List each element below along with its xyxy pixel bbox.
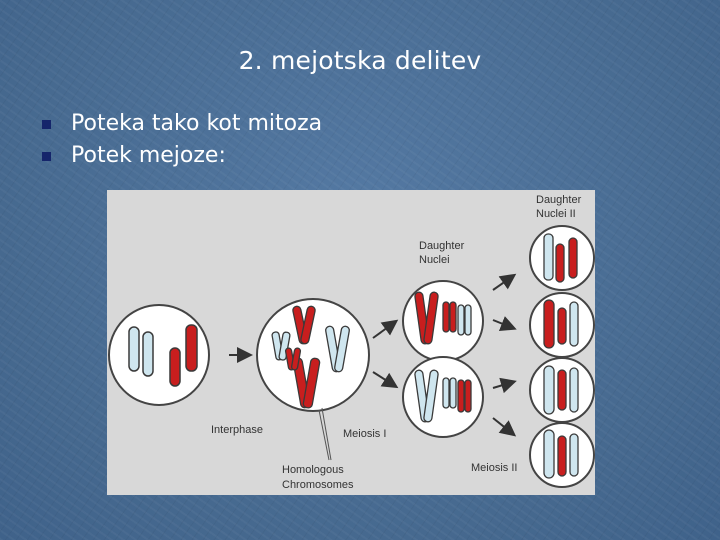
meiosis-diagram-svg: Daughter Nuclei II Daughter Nuclei Inter… — [107, 190, 595, 495]
daughter-nucleus-cell — [403, 281, 483, 361]
homologous-pairs-cell — [257, 299, 369, 411]
daughter-nucleus-ii-cell — [530, 423, 594, 487]
arrow-icon — [493, 418, 513, 434]
label-daughter-nuclei-ii: Daughter — [536, 194, 582, 206]
arrow-icon — [373, 322, 395, 338]
square-bullet-icon — [42, 120, 51, 129]
label-daughter-nuclei-ii: Nuclei II — [536, 208, 576, 220]
arrow-icon — [493, 320, 513, 328]
bullet-text: Poteka tako kot mitoza — [71, 108, 322, 140]
label-meiosis-ii: Meiosis II — [471, 462, 517, 474]
daughter-nucleus-ii-cell — [530, 293, 594, 357]
arrow-icon — [373, 372, 395, 386]
arrow-icon — [493, 382, 513, 388]
daughter-nucleus-ii-cell — [530, 358, 594, 422]
label-meiosis-i: Meiosis I — [343, 428, 386, 440]
label-interphase: Interphase — [211, 424, 263, 436]
interphase-cell — [109, 305, 209, 405]
bullet-text: Potek mejoze: — [71, 140, 226, 172]
label-homologous-chromosomes: Homologous — [282, 464, 344, 476]
label-daughter-nuclei: Nuclei — [419, 254, 450, 266]
slide-title: 2. mejotska delitev — [0, 46, 720, 75]
daughter-nucleus-ii-cell — [530, 226, 594, 290]
label-daughter-nuclei: Daughter — [419, 240, 465, 252]
daughter-nucleus-cell — [403, 357, 483, 437]
label-homologous-chromosomes: Chromosomes — [282, 479, 354, 491]
arrow-icon — [493, 276, 513, 290]
meiosis-diagram-image: Daughter Nuclei II Daughter Nuclei Inter… — [107, 190, 595, 495]
square-bullet-icon — [42, 152, 51, 161]
